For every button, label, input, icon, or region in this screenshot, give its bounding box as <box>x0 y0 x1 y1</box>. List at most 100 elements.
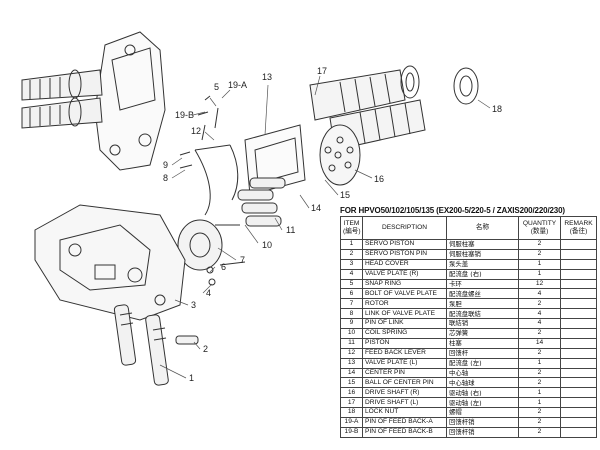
part-quantity-cell: 2 <box>518 328 561 339</box>
part-description-cell: LOCK NUT <box>362 407 447 419</box>
part-item-cell: 6 <box>340 288 363 300</box>
callout-4: 4 <box>206 288 211 298</box>
part-item-cell: 12 <box>340 347 363 359</box>
callout-19-A: 19-A <box>228 80 247 90</box>
part-item-cell: 10 <box>340 328 363 339</box>
part-description-cell: LINK OF VALVE PLATE <box>362 308 447 320</box>
part-item-cell: 19-A <box>340 417 363 428</box>
part-description-cell: BOLT OF VALVE PLATE <box>362 288 447 300</box>
part-description-cell: ROTOR <box>362 298 447 310</box>
part-description-cell: HEAD COVER <box>362 258 447 270</box>
header-description: DESCRIPTION <box>362 216 447 240</box>
part-quantity-cell: 2 <box>518 298 561 310</box>
part-remark-cell <box>560 397 597 409</box>
part-name-cn-cell: 回馈杆销 <box>446 417 519 428</box>
part-item-cell: 3 <box>340 258 363 270</box>
part-quantity-cell: 2 <box>518 417 561 428</box>
part-remark-cell <box>560 367 597 379</box>
callout-18: 18 <box>492 104 502 114</box>
part-remark-cell <box>560 387 597 399</box>
part-item-cell: 2 <box>340 248 363 260</box>
part-name-cn-cell: 中心轴 <box>446 367 519 379</box>
part-quantity-cell: 2 <box>518 426 561 438</box>
callout-15: 15 <box>340 190 350 200</box>
callout-labels: 1 2 3 4 5 6 7 8 9 10 11 12 13 14 15 16 1… <box>163 66 502 383</box>
part-remark-cell <box>560 337 597 349</box>
part-quantity-cell: 4 <box>518 288 561 300</box>
part-remark-cell <box>560 357 597 369</box>
part-name-cn-cell: 泵胆 <box>446 298 519 310</box>
part-quantity-cell: 2 <box>518 347 561 359</box>
callout-5: 5 <box>214 82 219 92</box>
part-remark-cell <box>560 278 597 290</box>
part-quantity-cell: 2 <box>518 239 561 250</box>
part-remark-cell <box>560 308 597 320</box>
part-remark-cell <box>560 239 597 250</box>
callout-13: 13 <box>262 72 272 82</box>
part-description-cell: DRIVE SHAFT (L) <box>362 397 447 409</box>
part-quantity-cell: 1 <box>518 258 561 270</box>
part-remark-cell <box>560 407 597 419</box>
part-name-cn-cell: 泵头盖 <box>446 258 519 270</box>
part-quantity-cell: 2 <box>518 367 561 379</box>
part-description-cell: COIL SPRING <box>362 328 447 339</box>
part-remark-cell <box>560 318 597 330</box>
head-cover-shape <box>34 204 186 321</box>
part-name-cn-cell: 中心轴球 <box>446 377 519 389</box>
header-name-cn: 名称 <box>446 216 519 240</box>
table-header-row: ITEM(編号) DESCRIPTION 名称 QUANTITY(数量) REM… <box>340 216 597 240</box>
callout-7: 7 <box>240 255 245 265</box>
part-remark-cell <box>560 268 597 280</box>
part-item-cell: 17 <box>340 397 363 409</box>
part-quantity-cell: 4 <box>518 308 561 320</box>
part-item-cell: 11 <box>340 337 363 349</box>
servo-pistons <box>113 304 169 386</box>
part-name-cn-cell: 伺服柱塞销 <box>446 248 519 260</box>
part-remark-cell <box>560 248 597 260</box>
callout-19-B: 19-B <box>175 110 194 120</box>
part-description-cell: PISTON <box>362 337 447 349</box>
part-item-cell: 9 <box>340 318 363 330</box>
part-description-cell: PIN OF FEED BACK-A <box>362 417 447 428</box>
header-remark: REMARK(备往) <box>560 216 597 240</box>
part-name-cn-cell: 螺帽 <box>446 407 519 419</box>
part-remark-cell <box>560 258 597 270</box>
part-remark-cell <box>560 328 597 339</box>
callout-11: 11 <box>286 225 295 235</box>
feed-back-levers <box>194 107 239 216</box>
part-item-cell: 19-B <box>340 426 363 438</box>
lock-nut-shape <box>453 67 479 105</box>
part-name-cn-cell: 配流盘 (左) <box>446 357 519 369</box>
part-quantity-cell: 1 <box>518 357 561 369</box>
part-name-cn-cell: 回馈杆 <box>446 347 519 359</box>
part-remark-cell <box>560 377 597 389</box>
part-description-cell: SNAP RING <box>362 278 447 290</box>
header-item: ITEM(編号) <box>340 216 363 240</box>
part-quantity-cell: 14 <box>518 337 561 349</box>
callout-12: 12 <box>191 126 201 136</box>
header-quantity: QUANTITY(数量) <box>518 216 561 240</box>
part-description-cell: CENTER PIN <box>362 367 447 379</box>
part-item-cell: 13 <box>340 357 363 369</box>
part-description-cell: BALL OF CENTER PIN <box>362 377 447 389</box>
servo-pin-shape <box>175 335 199 345</box>
part-item-cell: 4 <box>340 268 363 280</box>
part-description-cell: VALVE PLATE (R) <box>362 268 447 280</box>
part-quantity-cell: 1 <box>518 268 561 280</box>
pump-housing-assembly <box>21 31 166 171</box>
part-description-cell: FEED BACK LEVER <box>362 347 447 359</box>
part-name-cn-cell: 柱塞 <box>446 337 519 349</box>
part-quantity-cell: 2 <box>518 248 561 260</box>
part-name-cn-cell: 配流盘螺丝 <box>446 288 519 300</box>
